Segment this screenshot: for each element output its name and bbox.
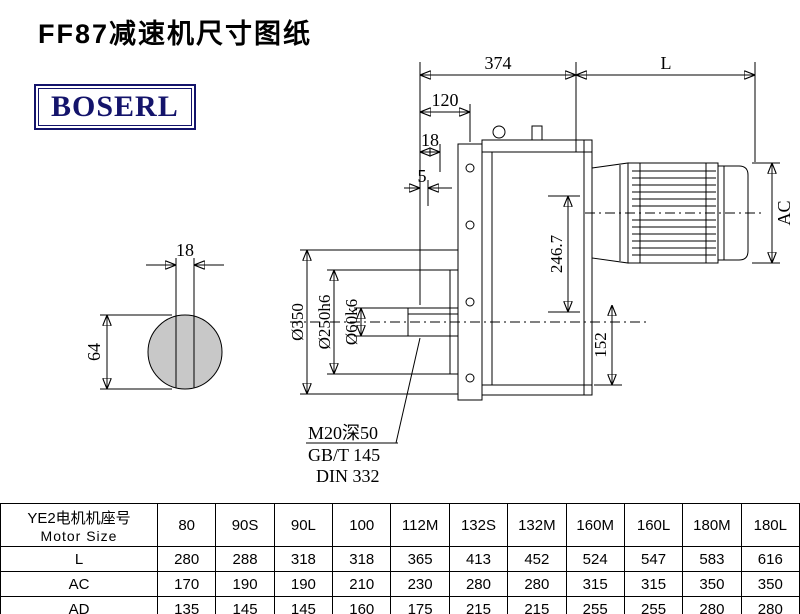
- row-label: L: [0, 546, 158, 572]
- value-cell: 318: [332, 546, 392, 572]
- dim-shaft-key-width-label: 18: [176, 240, 194, 260]
- value-cell: 616: [740, 546, 800, 572]
- value-cell: 175: [390, 596, 450, 614]
- column-header: 180M: [682, 503, 742, 547]
- value-cell: 280: [156, 546, 217, 572]
- value-cell: 230: [390, 571, 450, 597]
- page-title: FF87减速机尺寸图纸: [38, 19, 313, 49]
- value-cell: 190: [215, 571, 275, 597]
- shaft-cross-section: 18 64: [84, 240, 224, 390]
- row-label: AD: [0, 596, 158, 614]
- column-header: 132M: [507, 503, 567, 547]
- dim-dia-60-label: Ø60k6: [342, 299, 361, 345]
- value-cell: 210: [332, 571, 392, 597]
- column-header: 90L: [273, 503, 334, 547]
- value-cell: 524: [565, 546, 625, 572]
- value-cell: 255: [623, 596, 684, 614]
- dim-246-7: 246.7: [547, 195, 580, 313]
- dim-dia-350: Ø350: [288, 249, 458, 395]
- column-header: 132S: [448, 503, 509, 547]
- value-cell: 350: [682, 571, 742, 597]
- value-cell: 547: [623, 546, 684, 572]
- fan-cowl: [717, 165, 749, 261]
- dim-120-label: 120: [432, 90, 459, 110]
- dim-120: 120: [420, 90, 471, 142]
- value-cell: 583: [682, 546, 742, 572]
- value-cell: 255: [565, 596, 625, 614]
- value-cell: 215: [448, 596, 509, 614]
- tap-hole-label: M20深50: [308, 423, 378, 443]
- dim-18: 18: [420, 130, 441, 172]
- motor: [591, 162, 749, 264]
- row-label: AC: [0, 571, 158, 597]
- std-din-label: DIN 332: [316, 466, 380, 486]
- column-header: 160M: [565, 503, 625, 547]
- value-cell: 365: [390, 546, 450, 572]
- value-cell: 315: [623, 571, 684, 597]
- value-cell: 135: [156, 596, 217, 614]
- value-cell: 288: [215, 546, 275, 572]
- dim-dia-350-label: Ø350: [288, 303, 307, 341]
- value-cell: 315: [565, 571, 625, 597]
- brand-logo: BOSERL: [34, 84, 196, 130]
- column-header: 160L: [623, 503, 684, 547]
- value-cell: 280: [448, 571, 509, 597]
- std-gbt-label: GB/T 145: [308, 445, 380, 465]
- motor-size-header-en: Motor Size: [40, 527, 118, 544]
- gearbox-side-view: [290, 125, 765, 401]
- dim-shaft-height-label: 64: [84, 343, 104, 361]
- value-cell: 280: [740, 596, 800, 614]
- dim-152: 152: [591, 305, 622, 386]
- motor-size-header-cn: YE2电机机座号: [27, 509, 131, 527]
- dim-L: L: [576, 53, 756, 162]
- column-header: 180L: [740, 503, 800, 547]
- value-cell: 350: [740, 571, 800, 597]
- dim-L-label: L: [661, 53, 672, 73]
- tap-hole-note: M20深50 GB/T 145 DIN 332: [306, 337, 421, 486]
- dim-dia-250-label: Ø250h6: [315, 295, 334, 350]
- technical-drawing: 18 64: [84, 53, 794, 486]
- value-cell: 145: [273, 596, 334, 614]
- value-cell: 280: [682, 596, 742, 614]
- value-cell: 318: [273, 546, 334, 572]
- dim-18-label: 18: [421, 130, 439, 150]
- motor-fins: [632, 170, 716, 256]
- value-cell: 413: [448, 546, 509, 572]
- value-cell: 160: [332, 596, 392, 614]
- dim-152-label: 152: [591, 332, 610, 358]
- dim-AC-label: AC: [774, 200, 794, 225]
- column-header: 112M: [390, 503, 450, 547]
- dim-246-7-label: 246.7: [547, 234, 566, 273]
- value-cell: 280: [507, 571, 567, 597]
- dim-dia-60: Ø60k6: [342, 299, 408, 345]
- dim-5-label: 5: [418, 166, 427, 186]
- dim-374-label: 374: [485, 53, 512, 73]
- dim-5: 5: [404, 166, 452, 206]
- value-cell: 190: [273, 571, 334, 597]
- value-cell: 215: [507, 596, 567, 614]
- dim-shaft-key-width: 18: [146, 240, 224, 265]
- value-cell: 452: [507, 546, 567, 572]
- column-header: 100: [332, 503, 392, 547]
- brand-logo-text: BOSERL: [38, 88, 192, 126]
- value-cell: 145: [215, 596, 275, 614]
- value-cell: 170: [156, 571, 217, 597]
- dim-shaft-height: 64: [84, 314, 172, 390]
- column-header: 80: [156, 503, 217, 547]
- dim-AC: AC: [752, 162, 794, 264]
- dim-dia-250: Ø250h6: [315, 269, 450, 375]
- column-header: 90S: [215, 503, 275, 547]
